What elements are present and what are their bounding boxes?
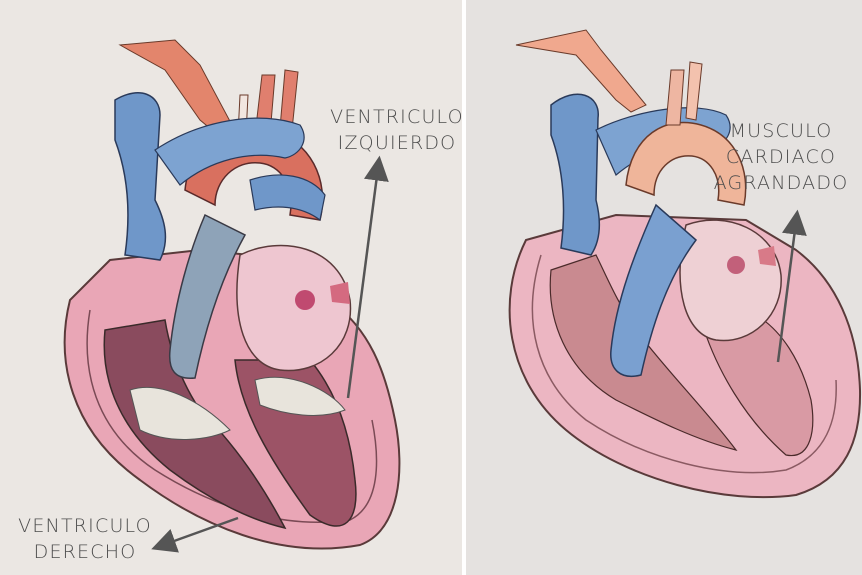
label-line: AGRANDADO [700,170,862,196]
label-line: CARDIACO [700,144,862,170]
label-line: MUSCULO [700,118,862,144]
label-ventriculo-izquierdo: VENTRICULO IZQUIERDO [314,104,480,156]
label-line: DERECHO [0,539,170,565]
normal-vena-cava [115,93,165,260]
enlarged-heart-drawing [466,0,862,575]
label-musculo-cardiaco-agrandado: MUSCULO CARDIACO AGRANDADO [700,118,862,196]
normal-heart-panel [0,0,462,575]
label-line: VENTRICULO [0,513,170,539]
label-line: VENTRICULO [314,104,480,130]
enlarged-heart-panel [466,0,862,575]
label-ventriculo-derecho: VENTRICULO DERECHO [0,513,170,565]
label-line: IZQUIERDO [314,130,480,156]
normal-heart-drawing [0,0,462,575]
